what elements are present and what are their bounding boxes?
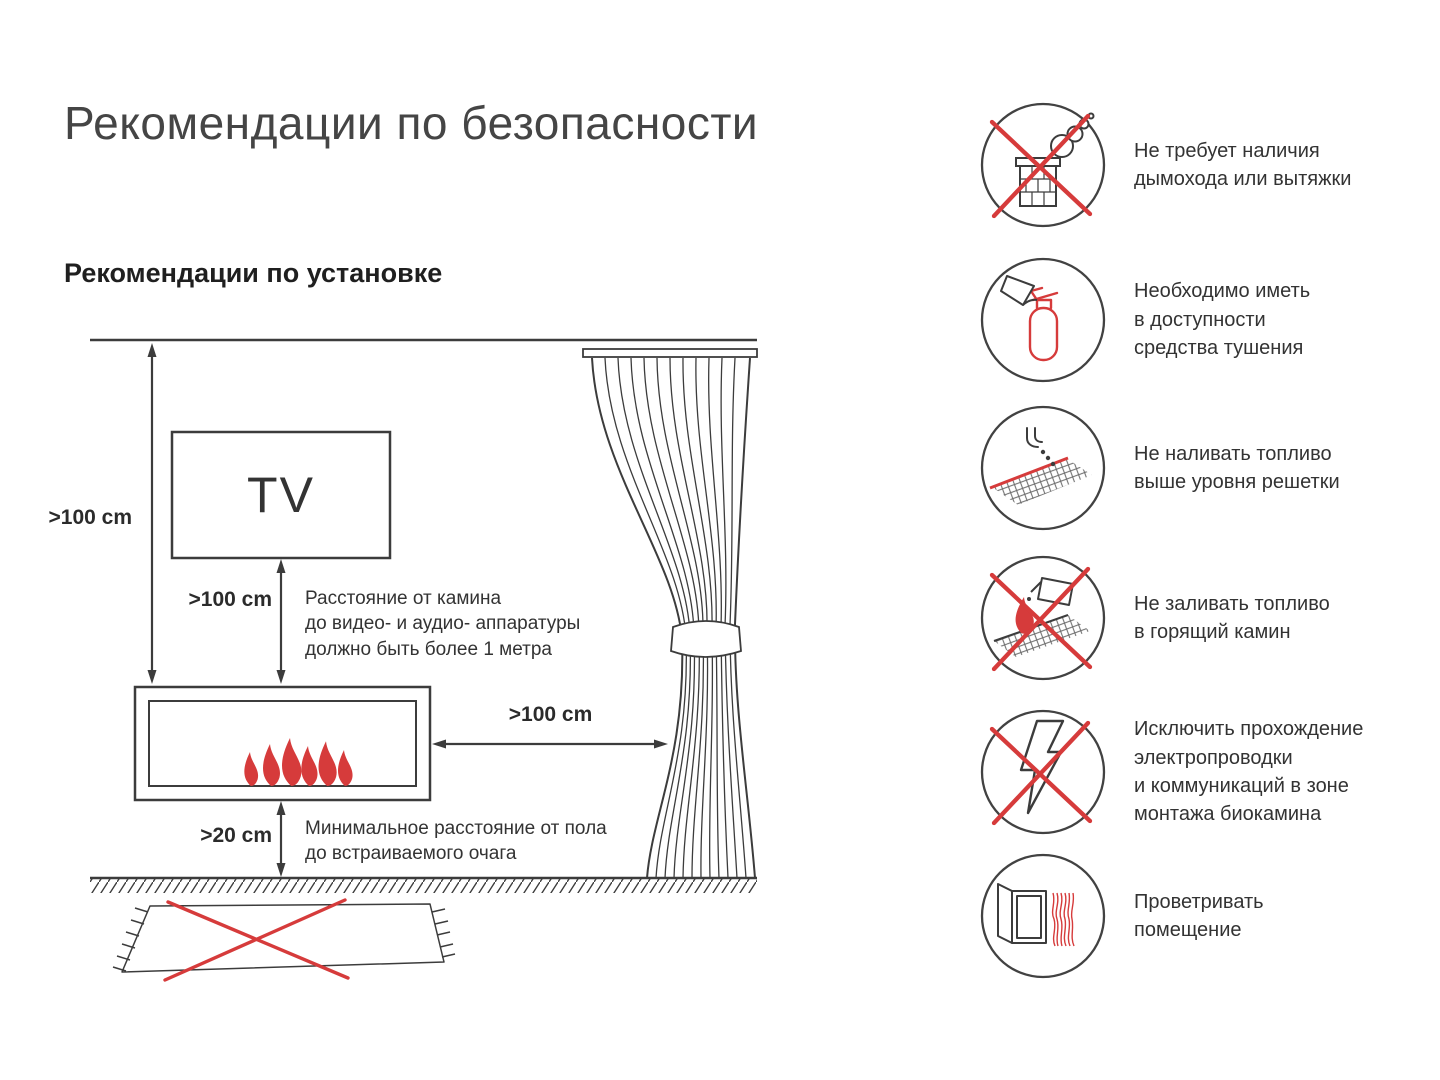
fireplace-flames [244,738,353,786]
no-refuel-burning-icon [980,555,1106,681]
dim-label-ceiling: >100 cm [48,506,133,529]
dim-arrow-tv-to-fireplace [276,559,286,684]
no-wiring-icon [980,709,1106,835]
fireplace [133,685,432,802]
safety-item-text: Необходимо иметь в доступности средства … [1134,280,1311,360]
dim-arrow-floor-to-fireplace [276,801,286,877]
safety-item: Не требует наличия дымохода или вытяжки [978,100,1351,230]
safety-item-text: Не заливать топливо в горящий камин [1134,592,1330,643]
fuel-level-icon [980,405,1106,531]
dim-arrow-ceiling-to-fireplace [147,343,157,684]
curtain-rod [582,348,758,358]
rug-crossed [112,898,456,982]
dim-label-tv: >100 cm [188,588,273,611]
section-title: Рекомендации по установке [64,258,443,288]
safety-item-text: Не наливать топливо выше уровня решетки [1134,442,1340,493]
safety-item: Проветривать помещение [978,851,1264,981]
rug-prohibition-cross [163,898,350,982]
safety-item: Не заливать топливо в горящий камин [978,553,1330,683]
curtain [582,348,758,879]
dim-label-curtain: >100 cm [508,703,593,726]
no-chimney-icon [980,102,1106,228]
curtain-tieback [670,620,742,658]
dim-arrow-fireplace-to-curtain [432,739,668,749]
page-title: Рекомендации по безопасности [64,97,759,149]
safety-item-text: Исключить прохождение электропроводки и … [1134,718,1364,826]
floor-line [90,876,757,893]
note-floor-distance: Минимальное расстояние от пола до встраи… [305,818,607,865]
note-tv-distance: Расстояние от камина до видео- и аудио- … [305,588,581,660]
dim-label-floor: >20 cm [200,824,272,847]
ventilate-icon [980,853,1106,979]
safety-item-text: Не требует наличия дымохода или вытяжки [1134,139,1352,190]
safety-item-text: Проветривать помещение [1134,890,1264,941]
tv-label: TV [247,467,315,523]
safety-item: Исключить прохождение электропроводки и … [978,707,1363,837]
safety-item: Необходимо иметь в доступности средства … [978,255,1310,385]
fire-extinguisher-icon [980,257,1106,383]
tv-box [170,430,392,560]
safety-item: Не наливать топливо выше уровня решетки [978,403,1340,533]
